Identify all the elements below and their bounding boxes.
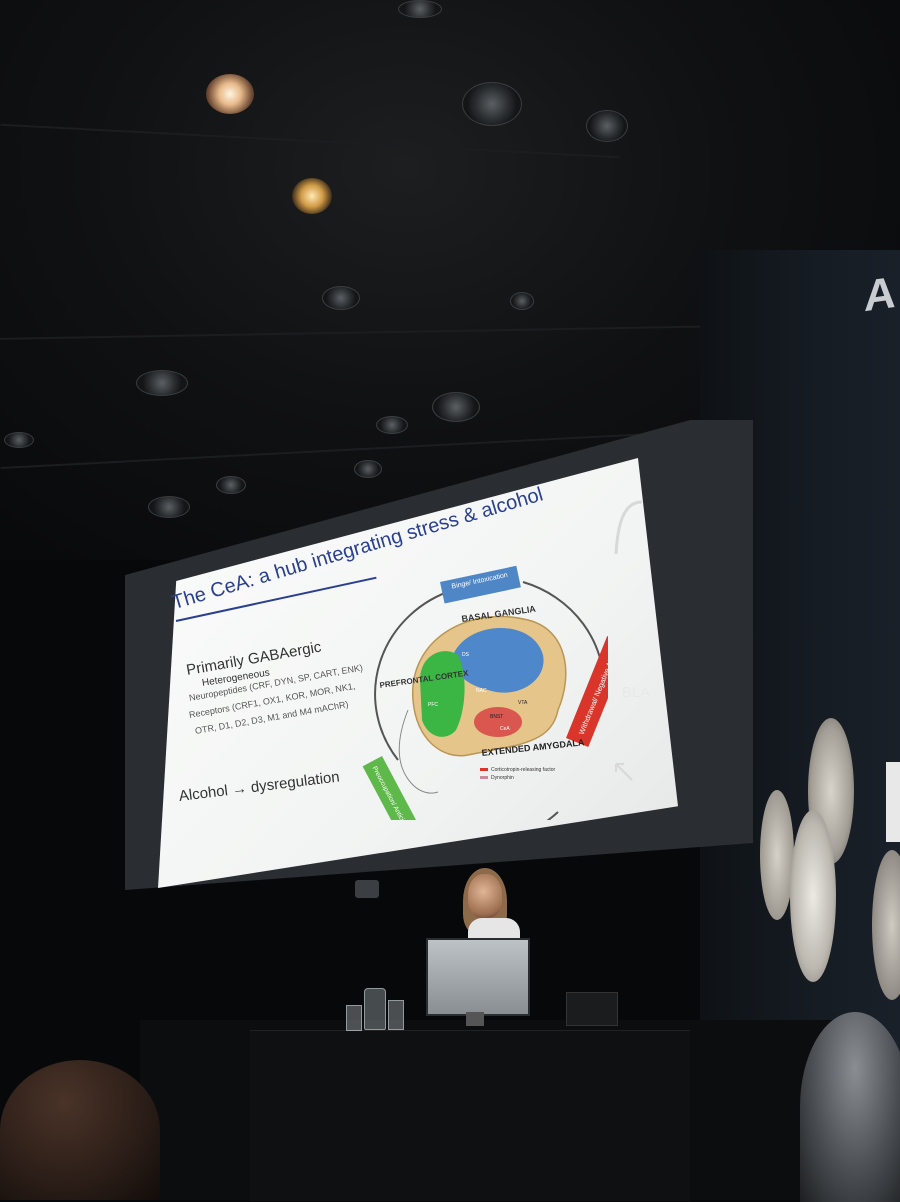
bnst-label: BNST — [490, 714, 503, 720]
monitor-stand — [466, 1012, 484, 1026]
ceiling-spotlight — [292, 178, 332, 214]
laser-pointer-mark — [614, 500, 643, 555]
audience-head — [800, 1012, 900, 1202]
ceiling-light-off — [398, 0, 442, 18]
ceiling-light-off — [586, 110, 628, 142]
stage-withdrawal-box: Withdrawal/ Negative Affect — [566, 636, 608, 747]
cea-label: CeA — [500, 726, 510, 732]
vta-label: VTA — [518, 700, 528, 706]
amygdala-region — [474, 707, 522, 737]
wall-art-disc — [872, 850, 900, 1000]
wall-label-bla: BLA — [622, 684, 651, 701]
audience-head — [0, 1060, 160, 1200]
wall-sign-letter: A — [864, 267, 896, 322]
ceiling-light-on — [206, 74, 254, 114]
ceiling-light-off — [376, 416, 408, 434]
ceiling-speaker — [148, 496, 190, 518]
ceiling-light-off — [510, 292, 534, 310]
ceiling-speaker — [432, 392, 480, 422]
addiction-cycle-diagram: Binge/ Intoxication Withdrawal/ Negative… — [362, 565, 608, 820]
basal-ganglia-region — [453, 627, 544, 693]
speaker-head — [468, 874, 502, 918]
laptop — [566, 992, 618, 1026]
water-glass — [388, 1000, 404, 1030]
laser-arrow-mark — [615, 763, 633, 781]
camera — [355, 880, 379, 898]
face-outline — [398, 709, 439, 794]
legend-crf-label: Corticotropin-releasing factor — [491, 767, 556, 773]
water-carafe — [364, 988, 386, 1030]
nacc-label: NAC — [476, 688, 487, 694]
legend-dyn-label: Dynorphin — [491, 775, 514, 781]
ceiling-light-off — [354, 460, 382, 478]
wall-art-disc — [790, 810, 836, 982]
cycle-arrow — [374, 589, 454, 761]
cycle-arrow — [546, 811, 559, 820]
water-glass — [346, 1005, 362, 1031]
ceiling-speaker — [462, 82, 522, 126]
legend-dyn-swatch — [480, 776, 488, 779]
prefrontal-region — [420, 651, 465, 737]
ds-label: DS — [462, 652, 470, 658]
wall-art-disc — [760, 790, 794, 920]
pfc-label: PFC — [428, 702, 438, 708]
wall-sign — [886, 762, 900, 842]
ceiling-light-off — [216, 476, 246, 494]
ceiling-light-off — [4, 432, 34, 448]
ceiling-light-off — [322, 286, 360, 310]
presenter-desk — [250, 1030, 690, 1201]
ceiling-speaker — [136, 370, 188, 396]
legend-crf-swatch — [480, 768, 488, 771]
lectern-monitor — [426, 938, 530, 1016]
stage-binge-box: Binge/ Intoxication — [440, 565, 521, 604]
stage-preoccupation-box: Preoccupation/ Anticipation — [362, 756, 425, 820]
